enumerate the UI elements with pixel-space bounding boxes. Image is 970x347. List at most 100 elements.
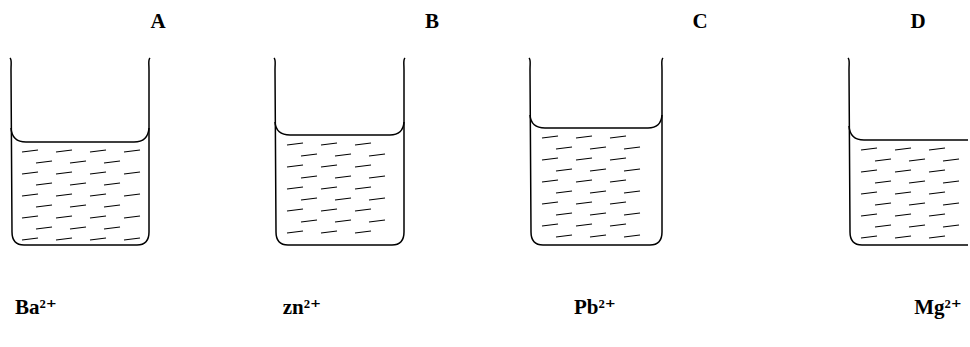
liquid-hatch bbox=[610, 136, 626, 138]
liquid-hatch bbox=[895, 170, 911, 172]
liquid-hatch bbox=[610, 202, 626, 204]
liquid-hatch bbox=[369, 176, 385, 178]
liquid-hatch bbox=[56, 150, 72, 152]
liquid-hatch bbox=[861, 192, 877, 194]
liquid-hatch bbox=[943, 159, 959, 161]
liquid-hatch bbox=[321, 143, 337, 145]
liquid-hatch bbox=[943, 181, 959, 183]
beaker-letter: B bbox=[425, 10, 439, 33]
beaker bbox=[848, 58, 968, 245]
liquid-hatch bbox=[875, 159, 891, 161]
liquid-hatch bbox=[556, 235, 572, 237]
liquid-hatch bbox=[355, 165, 371, 167]
liquid-hatch bbox=[895, 192, 911, 194]
liquid-hatch bbox=[542, 158, 558, 160]
liquid-hatch bbox=[556, 169, 572, 171]
liquid-hatch bbox=[576, 180, 592, 182]
liquid-hatch bbox=[861, 148, 877, 150]
liquid-hatch bbox=[355, 209, 371, 211]
beaker bbox=[529, 58, 663, 245]
liquid-hatch bbox=[576, 224, 592, 226]
liquid-hatch bbox=[124, 238, 140, 240]
liquid-hatch bbox=[875, 225, 891, 227]
liquid-hatch bbox=[624, 213, 640, 215]
liquid-hatch bbox=[355, 143, 371, 145]
liquid-hatch bbox=[909, 225, 925, 227]
liquid-hatch bbox=[56, 216, 72, 218]
beaker-letter: D bbox=[910, 10, 925, 33]
liquid-hatch bbox=[556, 213, 572, 215]
liquid-hatch bbox=[929, 192, 945, 194]
liquid-hatch bbox=[335, 220, 351, 222]
liquid-hatch bbox=[624, 147, 640, 149]
liquid-hatch bbox=[929, 214, 945, 216]
liquid-hatch bbox=[301, 154, 317, 156]
liquid-hatch bbox=[929, 236, 945, 238]
liquid-hatch bbox=[369, 220, 385, 222]
liquid-hatch bbox=[355, 231, 371, 233]
liquid-hatch bbox=[895, 236, 911, 238]
liquid-hatch bbox=[90, 150, 106, 152]
liquid-hatch bbox=[124, 150, 140, 152]
liquid-hatch bbox=[909, 203, 925, 205]
liquid-hatch bbox=[287, 209, 303, 211]
liquid-hatch bbox=[861, 214, 877, 216]
liquid-hatch bbox=[369, 198, 385, 200]
liquid-hatch bbox=[590, 213, 606, 215]
liquid-hatch bbox=[542, 136, 558, 138]
liquid-hatch bbox=[321, 209, 337, 211]
liquid-hatch bbox=[321, 187, 337, 189]
liquid-hatch bbox=[335, 198, 351, 200]
liquid-hatch bbox=[542, 202, 558, 204]
liquid-hatch bbox=[56, 238, 72, 240]
liquid-hatch bbox=[287, 187, 303, 189]
liquid-hatch bbox=[56, 194, 72, 196]
liquid-hatch bbox=[624, 191, 640, 193]
beaker bbox=[274, 58, 405, 245]
liquid-hatch bbox=[124, 194, 140, 196]
beaker-letter: A bbox=[150, 10, 165, 33]
liquid-hatch bbox=[301, 220, 317, 222]
liquid-hatch bbox=[90, 172, 106, 174]
liquid-hatch bbox=[369, 154, 385, 156]
liquid-hatch bbox=[909, 181, 925, 183]
liquid-hatch bbox=[610, 180, 626, 182]
liquid-hatch bbox=[36, 161, 52, 163]
liquid-hatch bbox=[542, 224, 558, 226]
liquid-hatch bbox=[70, 161, 86, 163]
liquid-hatch bbox=[90, 238, 106, 240]
liquid-hatch bbox=[576, 158, 592, 160]
liquid-hatch bbox=[104, 227, 120, 229]
liquid-hatch bbox=[124, 216, 140, 218]
ion-label: Pb²⁺ bbox=[574, 296, 616, 319]
liquid-hatch bbox=[287, 231, 303, 233]
liquid-hatch bbox=[355, 187, 371, 189]
ion-label: Ba²⁺ bbox=[15, 296, 57, 319]
liquid-hatch bbox=[556, 191, 572, 193]
ion-label: zn²⁺ bbox=[283, 296, 321, 319]
liquid-hatch bbox=[943, 203, 959, 205]
liquid-hatch bbox=[943, 225, 959, 227]
liquid-hatch bbox=[22, 194, 38, 196]
liquid-hatch bbox=[104, 161, 120, 163]
liquid-hatch bbox=[610, 158, 626, 160]
liquid-hatch bbox=[875, 181, 891, 183]
liquid-hatch bbox=[861, 170, 877, 172]
liquid-hatch bbox=[895, 148, 911, 150]
liquid-hatch bbox=[104, 205, 120, 207]
liquid-hatch bbox=[301, 176, 317, 178]
liquid-hatch bbox=[70, 205, 86, 207]
liquid-hatch bbox=[36, 227, 52, 229]
liquid-hatch bbox=[321, 231, 337, 233]
liquid-surface bbox=[530, 115, 662, 128]
liquid-hatch bbox=[90, 216, 106, 218]
liquid-hatch bbox=[22, 150, 38, 152]
liquid-hatch bbox=[590, 169, 606, 171]
liquid-hatch bbox=[861, 236, 877, 238]
liquid-hatch bbox=[590, 147, 606, 149]
liquid-hatch bbox=[875, 203, 891, 205]
liquid-hatch bbox=[36, 205, 52, 207]
liquid-hatch bbox=[590, 235, 606, 237]
liquid-hatch bbox=[929, 170, 945, 172]
